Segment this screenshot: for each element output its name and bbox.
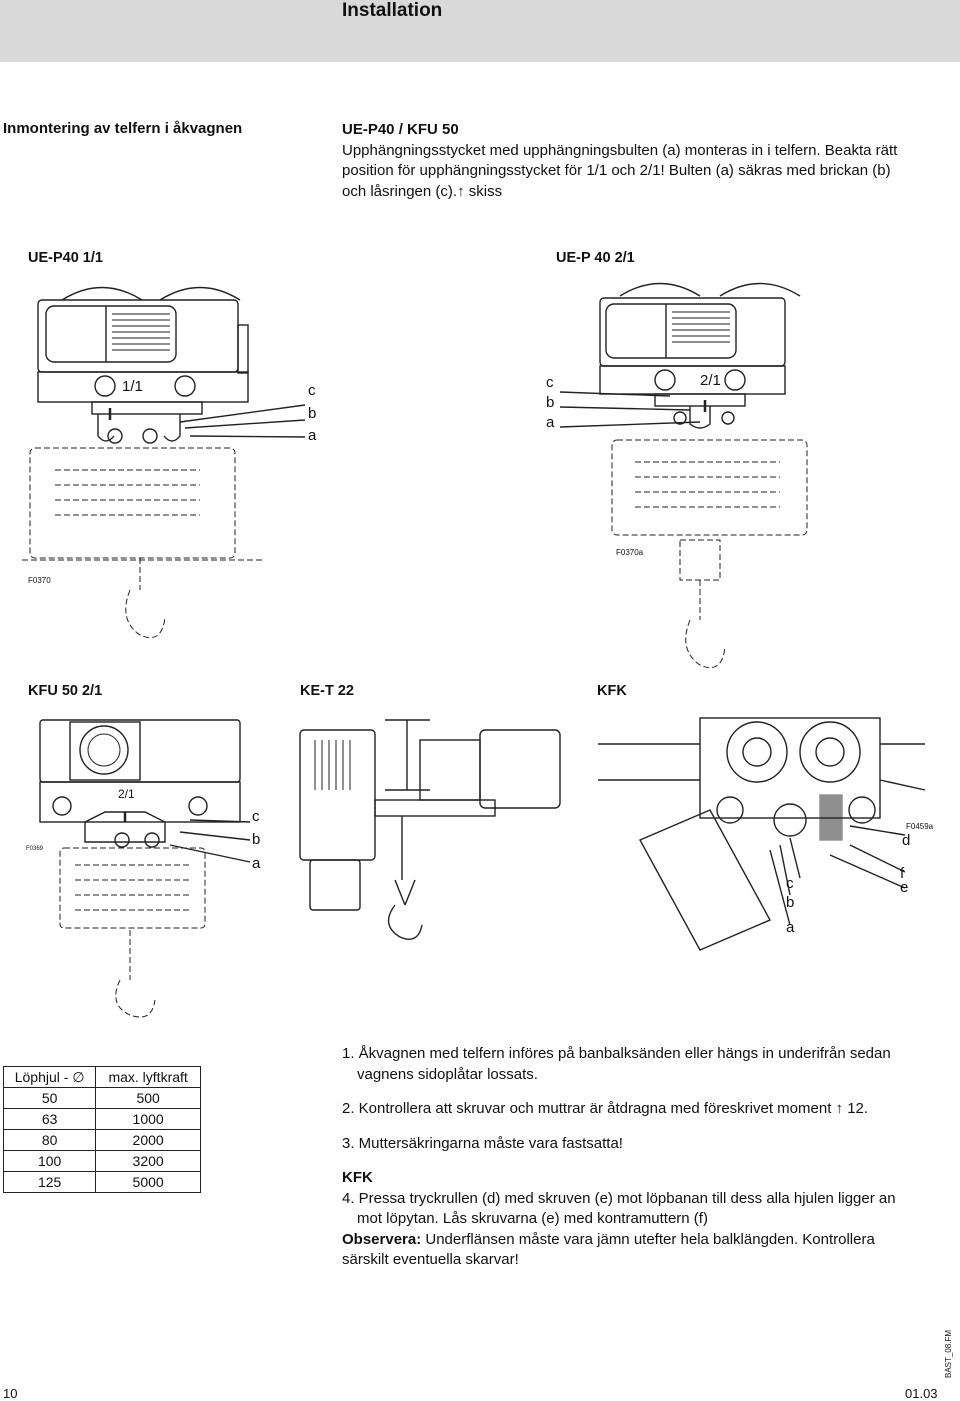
figure-label-ket22: KE-T 22 [300, 683, 354, 699]
observe-note-line-2: särskilt eventuella skarvar! [342, 1251, 519, 1268]
fig3-code: F0369 [26, 846, 44, 852]
table-header-row: Löphjul - ∅ max. lyftkraft [2, 1066, 201, 1088]
table-cell: 63 [2, 1108, 97, 1130]
reference-arrow-icon: ↑ [457, 182, 465, 200]
observe-text: Underflänsen måste vara jämn utefter hel… [421, 1230, 875, 1248]
figure-label-kfu50: KFU 50 2/1 [28, 683, 103, 699]
section-title: Inmontering av telfern i åkvagnen [3, 120, 243, 137]
figure-label-kfk: KFK [597, 683, 627, 699]
fig1-label-b: b [308, 405, 317, 422]
fig1-label-c: c [308, 382, 316, 399]
table-header-capacity: max. lyftkraft [95, 1066, 201, 1088]
intro-line-3: och låsringen (c).↑ skiss [342, 182, 932, 203]
drawing-kfu50 [39, 719, 251, 1018]
intro-text: UE-P40 / KFU 50 Upphängningsstycket med … [342, 120, 932, 202]
page-header: Installation [0, 0, 960, 62]
table-header-wheel: Löphjul - ∅ [2, 1066, 97, 1088]
figure-label-uep40-2-1: UE-P 40 2/1 [556, 250, 635, 266]
intro-line-3-text: och låsringen (c). [342, 182, 458, 200]
fig3-label-b: b [252, 831, 261, 848]
table-cell: 2000 [95, 1129, 201, 1151]
table-cell: 5000 [95, 1171, 201, 1193]
fig2-code: F0370a [616, 548, 644, 557]
fig5-label-a: a [786, 919, 795, 936]
fig5-label-c: c [786, 875, 794, 892]
table-cell: 3200 [95, 1150, 201, 1172]
observe-note: Observera: Underflänsen måste vara jämn … [342, 1230, 932, 1251]
fig1-code: F0370 [28, 576, 51, 585]
drawing-uep40-1-1 [22, 286, 306, 639]
page-title: Installation [342, 0, 443, 21]
fig5-label-b: b [786, 894, 795, 911]
fig3-label-c: c [252, 808, 260, 825]
step-1-line-1: 1. Åkvagnen med telfern införes på banba… [342, 1045, 891, 1062]
drawing-ket22 [299, 719, 561, 940]
table-cell: 100 [2, 1150, 97, 1172]
step-4-line-1: 4. Pressa tryckrullen (d) med skruven (e… [342, 1189, 896, 1207]
page-number: 10 [3, 1386, 18, 1401]
table-cell: 125 [2, 1171, 97, 1193]
fig5-label-e: e [900, 879, 909, 896]
fig2-label-a: a [546, 414, 555, 431]
fig5-label-f: f [900, 865, 905, 882]
fig1-ratio: 1/1 [122, 378, 143, 395]
intro-line-2: position för upphängningsstycket för 1/1… [342, 162, 891, 179]
fig3-ratio: 2/1 [118, 787, 135, 801]
fig3-label-a: a [252, 855, 261, 872]
table-cell: 50 [2, 1087, 97, 1109]
fig2-ratio: 2/1 [700, 372, 721, 389]
drawing-kfk [598, 717, 926, 951]
step-4-line-2: mot löpytan. Lås skruvarna (e) med kontr… [357, 1210, 708, 1227]
step-1-line-2: vagnens sidoplåtar lossats. [357, 1065, 538, 1083]
table-cell: 500 [95, 1087, 201, 1109]
footer-date: 01.03 [905, 1386, 938, 1401]
installation-steps: 1. Åkvagnen med telfern införes på banba… [342, 1044, 932, 1271]
intro-line-1: Upphängningsstycket med upphängningsbult… [342, 141, 898, 159]
drawing-uep40-2-1 [559, 282, 808, 669]
fig5-label-d: d [902, 832, 911, 849]
figure-label-uep40-1-1: UE-P40 1/1 [28, 250, 103, 266]
fig1-label-a: a [308, 427, 317, 444]
fig5-code: F0459a [906, 822, 934, 831]
intro-model: UE-P40 / KFU 50 [342, 121, 459, 138]
fig2-label-c: c [546, 374, 554, 391]
intro-ref-word: skiss [468, 182, 503, 200]
observe-label: Observera: [342, 1230, 422, 1248]
table-cell: 1000 [95, 1108, 201, 1130]
step-3: 3. Muttersäkringarna måste vara fastsatt… [342, 1134, 623, 1152]
kfk-heading: KFK [342, 1169, 373, 1186]
doc-code: BAST_08.FM [944, 1329, 953, 1378]
step-2: 2. Kontrollera att skruvar och muttrar ä… [342, 1100, 869, 1117]
fig2-label-b: b [546, 394, 555, 411]
table-cell: 80 [2, 1129, 97, 1151]
